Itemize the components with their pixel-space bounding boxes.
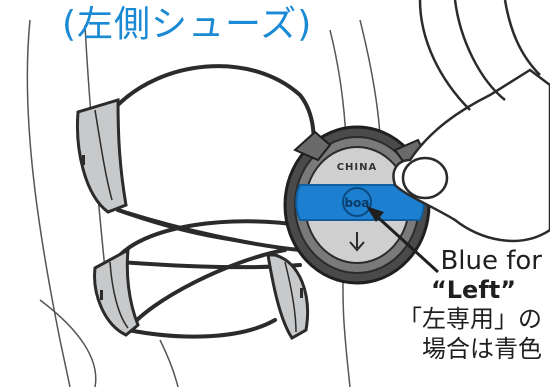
boa-dial: CHINA boa xyxy=(283,125,431,285)
dial-stamp: CHINA xyxy=(337,162,378,173)
callout-arrow xyxy=(366,206,440,274)
callout-line-3: 「左専用」の xyxy=(398,305,542,333)
hand xyxy=(392,0,550,243)
callout-line-1: Blue for xyxy=(440,246,542,276)
callout-line-2: “Left” xyxy=(430,276,516,304)
callout-line-4: 場合は青色 xyxy=(422,335,542,363)
color-callout: Blue for “Left” 「左専用」の 場合は青色 xyxy=(362,246,542,364)
lace-guide-lower-right xyxy=(266,253,309,340)
boa-logo: boa xyxy=(345,196,370,210)
lace-guide-lower-left xyxy=(93,247,140,337)
lace-guide-upper-left xyxy=(76,97,128,214)
laces xyxy=(113,64,316,339)
shoe-side-title: (左側シューズ) xyxy=(62,4,313,45)
